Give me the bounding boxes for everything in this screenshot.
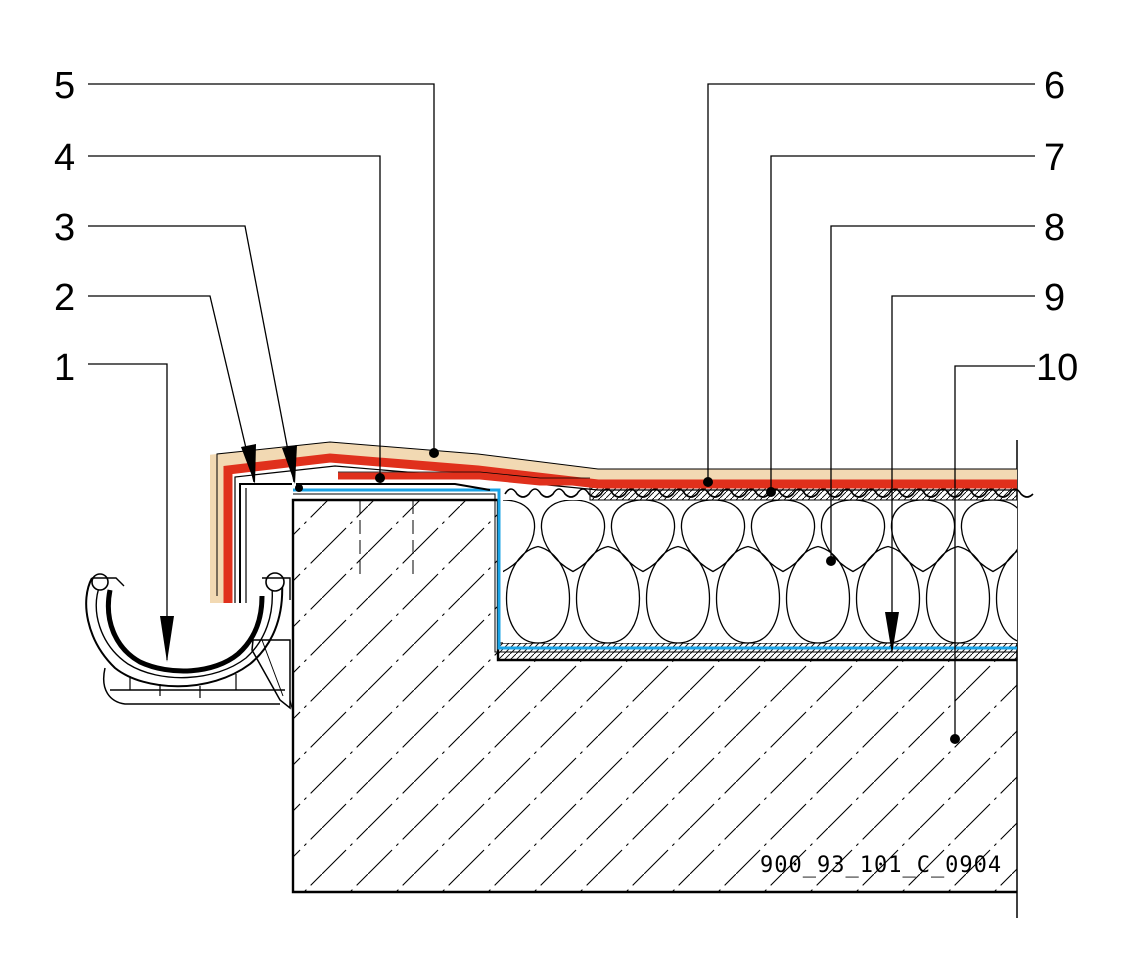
vapour-barrier-blue — [293, 488, 1017, 653]
callout-10: 10 — [1036, 347, 1078, 389]
leader-3 — [88, 225, 295, 483]
drawing-code: 900_93_101_C_0904 — [760, 853, 1002, 878]
leader-lines — [88, 83, 1035, 739]
callout-9: 9 — [1044, 277, 1065, 319]
roofing-membrane — [210, 441, 1017, 603]
leader-2 — [88, 295, 255, 483]
leader-6 — [707, 83, 1035, 482]
dot-6 — [703, 477, 713, 487]
dot-8 — [826, 556, 836, 566]
callout-8: 8 — [1044, 207, 1065, 249]
arrowhead-1 — [160, 616, 174, 662]
leader-10 — [954, 365, 1035, 739]
dot-10 — [950, 734, 960, 744]
callout-3: 3 — [54, 207, 75, 249]
leader-9 — [891, 295, 1035, 652]
callout-1: 1 — [54, 347, 75, 389]
arrowheads — [160, 444, 899, 662]
insulation-bubbles — [503, 500, 1017, 643]
leader-8 — [830, 225, 1035, 561]
dot-markers — [295, 448, 960, 744]
arrowhead-9 — [885, 612, 899, 654]
callout-2: 2 — [54, 277, 75, 319]
gutter — [85, 572, 294, 713]
arrowhead-3 — [282, 445, 297, 484]
arrowhead-2 — [241, 444, 256, 484]
leader-1 — [88, 363, 168, 660]
callout-5: 5 — [54, 65, 75, 107]
leader-4 — [88, 155, 381, 478]
dot-4 — [375, 473, 385, 483]
callout-4: 4 — [54, 137, 75, 179]
callout-numbers: 1 2 3 4 5 6 7 8 9 10 — [54, 65, 1078, 389]
leader-5 — [88, 83, 435, 453]
dot-3 — [295, 484, 303, 492]
thermal-insulation — [503, 500, 1017, 643]
callout-7: 7 — [1044, 137, 1065, 179]
dot-7 — [766, 487, 776, 497]
leader-7 — [770, 155, 1035, 492]
dot-5 — [429, 448, 439, 458]
callout-6: 6 — [1044, 65, 1065, 107]
